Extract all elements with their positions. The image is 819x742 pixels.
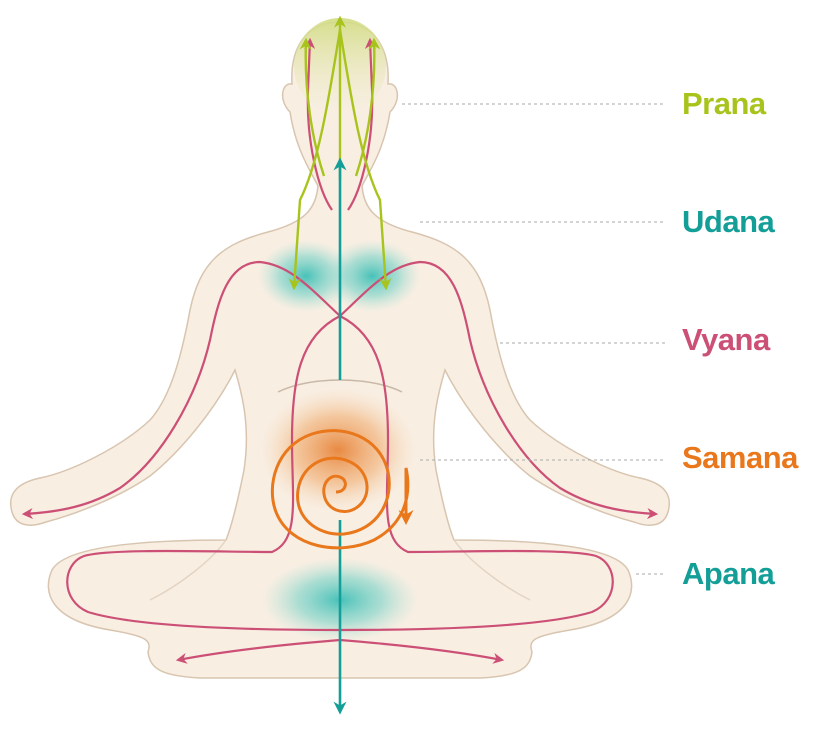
vyana-foot-left — [175, 638, 341, 664]
label-samana: Samana — [682, 440, 798, 475]
label-prana: Prana — [682, 86, 766, 121]
prana-arrow-up-left — [299, 37, 326, 177]
label-udana: Udana — [682, 204, 775, 239]
prana-arrow-down-left — [288, 29, 342, 291]
samana-glow — [260, 388, 416, 512]
vyana-left-arm — [21, 260, 341, 520]
prana-arrow-up-right — [354, 37, 381, 177]
samana-spiral — [270, 429, 414, 550]
udana-glow-left — [258, 240, 354, 312]
leader-lines — [402, 103, 666, 575]
leg-contour-left — [149, 539, 227, 601]
udana-glow-right — [324, 240, 420, 312]
label-vyana: Vyana — [682, 322, 770, 357]
vyana-foot-right — [339, 638, 505, 664]
label-apana: Apana — [682, 556, 775, 591]
leg-contour-right — [453, 539, 531, 601]
vyana-right-arm — [339, 260, 659, 520]
prana-arrow-down-right — [338, 29, 392, 291]
prana-flow — [288, 15, 392, 291]
